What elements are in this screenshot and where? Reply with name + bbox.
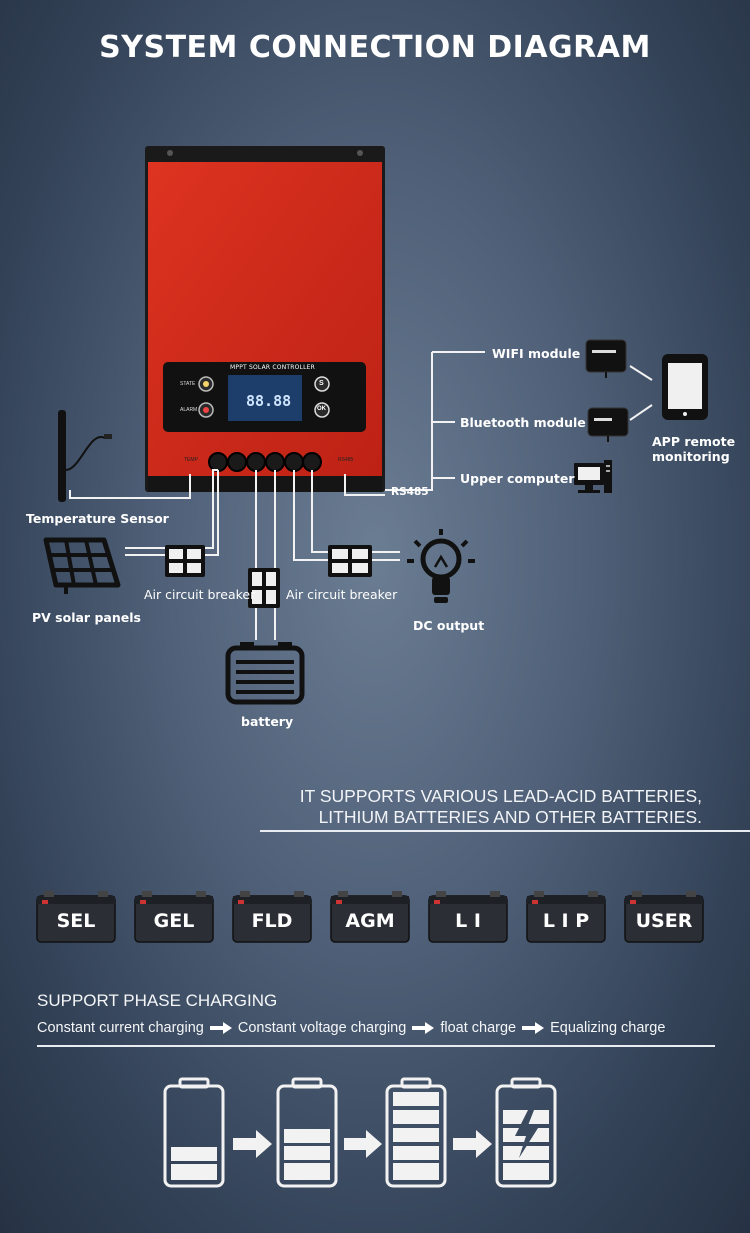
- alarm-label: ALARM: [180, 407, 198, 413]
- wifi-module-icon: [585, 339, 627, 378]
- battery-icon: [225, 642, 305, 705]
- connection-diagram: [43, 146, 708, 705]
- wifi-module-label: WIFI module: [492, 346, 581, 361]
- rs485-port-label: RS485: [338, 457, 354, 463]
- state-label: STATE: [180, 381, 196, 387]
- pv-solar-panel-icon: [43, 537, 121, 594]
- phase-divider: [37, 1045, 715, 1047]
- s-button-icon: [314, 376, 330, 392]
- air-breaker-left-label: Air circuit breaker: [144, 587, 256, 602]
- light-bulb-icon: [407, 529, 475, 603]
- upper-computer-label: Upper computer: [460, 471, 575, 486]
- arrow-right-icon: [344, 1130, 382, 1158]
- battery-type-label: L I: [455, 910, 481, 932]
- battery-label: battery: [241, 714, 294, 729]
- battery-stage-1-icon: [163, 1077, 225, 1188]
- battery-stage-4-icon: [495, 1077, 557, 1188]
- lead-acid-battery-icon: [232, 891, 312, 943]
- charging-stages: [163, 1077, 557, 1188]
- battery-type-label: SEL: [56, 910, 96, 932]
- arrow-right-icon: [209, 1022, 232, 1034]
- lead-acid-battery-icon: [36, 891, 116, 943]
- battery-type-2: GEL: [134, 888, 214, 944]
- app-monitoring-label: monitoring: [652, 449, 730, 464]
- alarm-led-icon: [203, 407, 209, 413]
- lead-acid-battery-icon: [526, 891, 606, 943]
- pv-solar-panels-label: PV solar panels: [32, 610, 141, 625]
- air-breaker-right-icon: [328, 545, 372, 577]
- battery-types-row: SEL GEL FLD AGM L I L I P USER: [36, 888, 716, 944]
- battery-type-6: L I P: [526, 888, 606, 944]
- arrow-right-icon: [233, 1130, 272, 1158]
- statement-divider: [260, 830, 750, 832]
- battery-type-label: GEL: [153, 910, 195, 932]
- rs485-label: RS485: [391, 486, 429, 498]
- lcd-screen: [228, 375, 302, 421]
- battery-type-label: FLD: [251, 910, 293, 932]
- lcd-title: MPPT SOLAR CONTROLLER: [230, 364, 315, 371]
- terminal-ports: [208, 452, 322, 472]
- s-button[interactable]: S: [319, 380, 324, 387]
- temp-port-label: TEMP: [184, 457, 198, 463]
- battery-support-statement: IT SUPPORTS VARIOUS LEAD-ACID BATTERIES,…: [300, 786, 702, 828]
- lead-acid-battery-icon: [624, 891, 704, 943]
- air-breaker-right-label: Air circuit breaker: [286, 587, 398, 602]
- battery-type-3: FLD: [232, 888, 312, 944]
- lead-acid-battery-icon: [428, 891, 508, 943]
- computer-icon: [574, 460, 612, 493]
- battery-type-label: USER: [635, 910, 693, 932]
- battery-type-1: SEL: [36, 888, 116, 944]
- bluetooth-module-label: Bluetooth module: [460, 415, 586, 430]
- statement-line-2: LITHIUM BATTERIES AND OTHER BATTERIES.: [318, 807, 702, 827]
- temperature-sensor-icon: [58, 410, 112, 502]
- statement-line-1: IT SUPPORTS VARIOUS LEAD-ACID BATTERIES,: [299, 786, 702, 806]
- app-remote-label: APP remote: [652, 434, 736, 449]
- ok-button-icon: [314, 402, 330, 418]
- arrow-right-icon: [453, 1130, 492, 1158]
- air-breaker-left-icon: [165, 545, 205, 577]
- battery-type-label: AGM: [345, 910, 395, 932]
- battery-type-4: AGM: [330, 888, 410, 944]
- battery-type-5: L I: [428, 888, 508, 944]
- arrow-right-icon: [412, 1022, 435, 1034]
- state-led-icon: [203, 381, 209, 387]
- phase-steps-row: Constant current charging Constant volta…: [37, 1020, 665, 1036]
- phase-step-4: Equalizing charge: [550, 1020, 666, 1036]
- lead-acid-battery-icon: [134, 891, 214, 943]
- phase-step-1: Constant current charging: [37, 1020, 204, 1036]
- battery-stage-3-icon: [385, 1077, 447, 1188]
- ok-button[interactable]: OK: [317, 406, 326, 412]
- air-breaker-battery-icon: [248, 568, 280, 608]
- battery-type-label: L I P: [542, 910, 590, 932]
- phone-icon: [662, 354, 708, 420]
- lightning-icon: [515, 1110, 538, 1158]
- dc-output-label: DC output: [413, 618, 485, 633]
- phase-step-2: Constant voltage charging: [237, 1020, 407, 1036]
- phase-charging-title: SUPPORT PHASE CHARGING: [37, 991, 278, 1010]
- solar-controller: [145, 146, 385, 492]
- arrow-right-icon: [522, 1022, 545, 1034]
- lead-acid-battery-icon: [330, 891, 410, 943]
- battery-stage-2-icon: [276, 1077, 338, 1188]
- temperature-sensor-label: Temperature Sensor: [26, 511, 169, 526]
- bluetooth-module-icon: [587, 407, 629, 442]
- lcd-digits: 88.88: [246, 392, 292, 410]
- phase-step-3: float charge: [440, 1020, 517, 1036]
- battery-type-7: USER: [624, 888, 704, 944]
- page-title: SYSTEM CONNECTION DIAGRAM: [99, 30, 651, 65]
